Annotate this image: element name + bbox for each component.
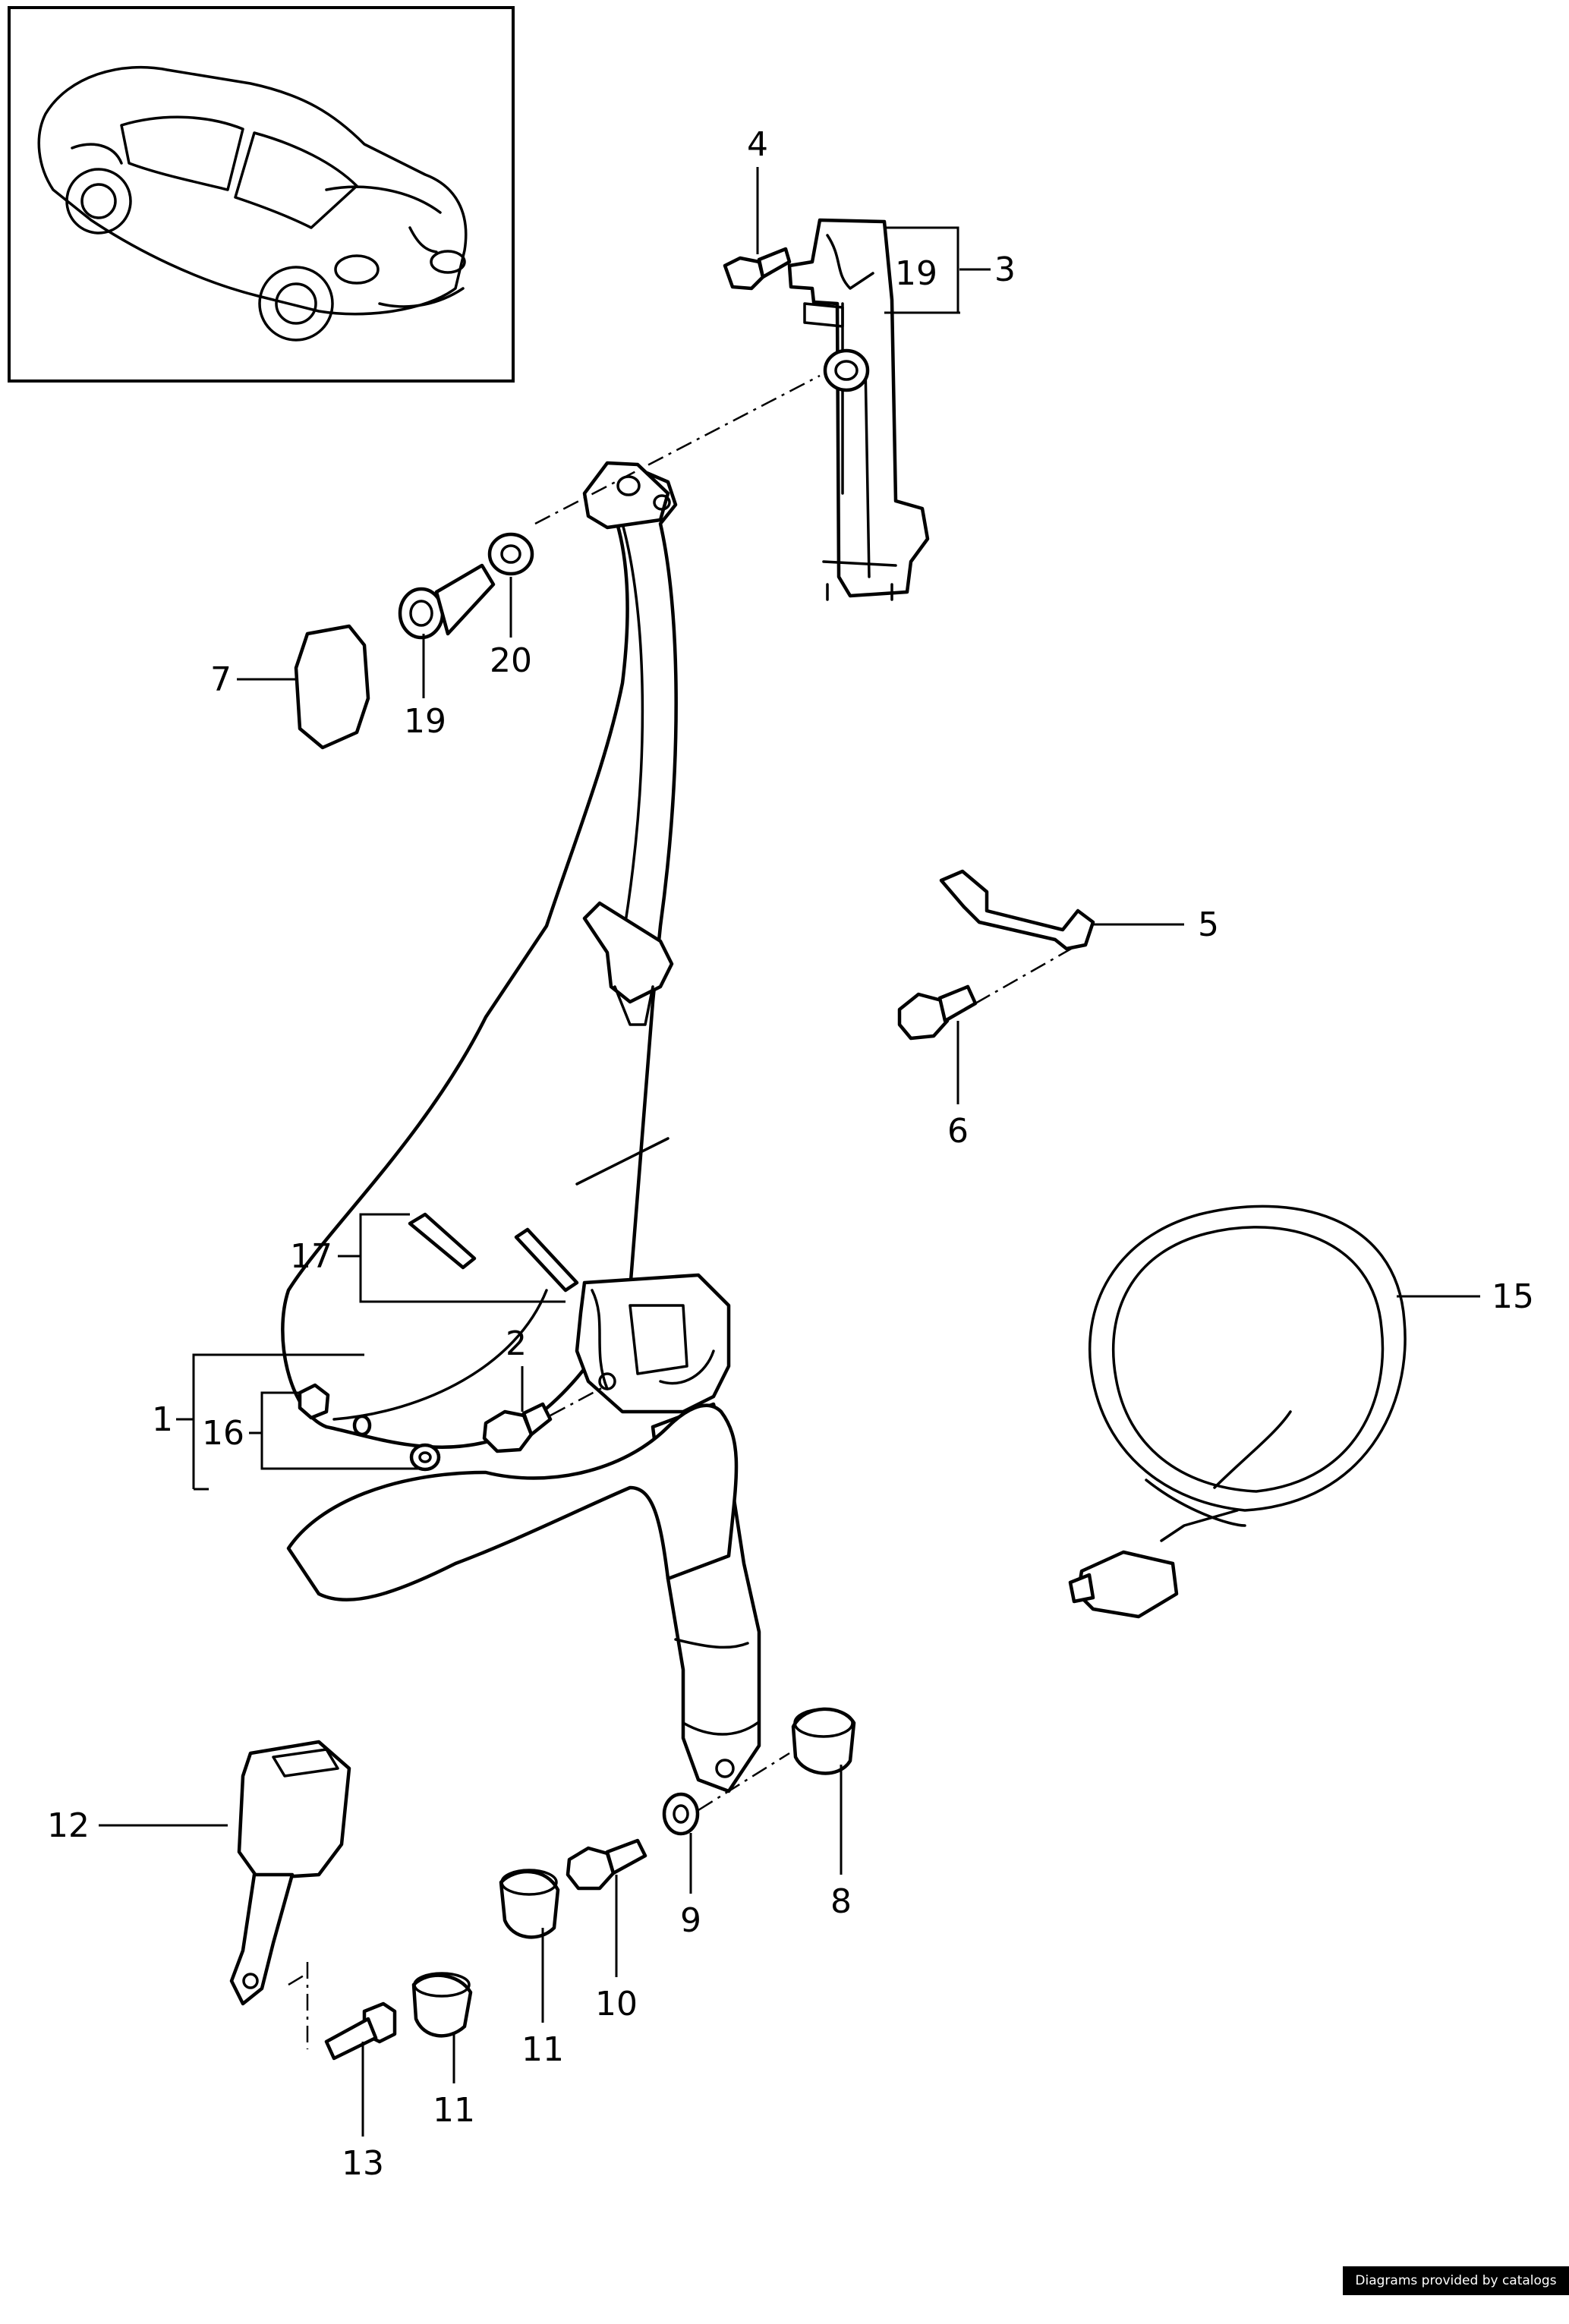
part-5-bracket (939, 869, 1095, 951)
callout-10: 10 (595, 1985, 638, 2023)
part-7-cover (294, 624, 370, 750)
callout-3: 3 (994, 250, 1016, 289)
part-8-bushing (791, 1707, 856, 1775)
callout-2: 2 (506, 1324, 527, 1363)
part-19-bolt (398, 563, 496, 640)
callout-5: 5 (1198, 905, 1219, 944)
part-6-bolt (897, 984, 978, 1041)
callout-20: 20 (490, 641, 532, 680)
part-11-bushing-b (411, 1972, 473, 2038)
callout-13: 13 (342, 2144, 384, 2183)
callout-11-right: 11 (521, 2030, 564, 2069)
callout-8: 8 (830, 1882, 852, 1921)
callout-labels: 4 19 3 7 19 20 5 6 15 17 2 1 16 12 8 9 1… (47, 125, 1534, 2183)
callout-19-top: 19 (895, 254, 937, 293)
part-13-bolt (324, 2001, 397, 2061)
callout-7: 7 (210, 660, 232, 699)
leader-lines (99, 167, 1480, 2137)
callout-12: 12 (47, 1806, 90, 1845)
part-9-washer (662, 1792, 700, 1836)
part-12-buckle (229, 1740, 351, 2006)
part-17-clips (408, 1212, 579, 1293)
part-4-bolt (723, 247, 792, 291)
credit-banner: Diagrams provided by catalogs parts (1343, 2266, 1569, 2317)
part-20-washer (487, 532, 534, 576)
callout-11-left: 11 (433, 2091, 475, 2130)
car-thumbnail (8, 6, 515, 383)
part-10-bolt (566, 1838, 647, 1891)
part-15-cable (1068, 1205, 1407, 1619)
callout-6: 6 (947, 1112, 969, 1151)
callout-1: 1 (152, 1400, 173, 1439)
part-2-bolt (482, 1402, 553, 1453)
callout-16: 16 (202, 1414, 244, 1453)
part-3-guide-rail (787, 218, 930, 601)
callout-9: 9 (680, 1901, 701, 1940)
callout-17: 17 (290, 1237, 332, 1276)
callout-15: 15 (1492, 1277, 1534, 1316)
callout-4: 4 (747, 125, 768, 164)
part-16-cap-and-nut (298, 1383, 441, 1472)
part-retractor (575, 1273, 731, 1414)
callout-19-mid: 19 (404, 702, 446, 741)
part-11-bushing-a (499, 1869, 560, 1939)
seat-belt-webbing (281, 461, 761, 1793)
